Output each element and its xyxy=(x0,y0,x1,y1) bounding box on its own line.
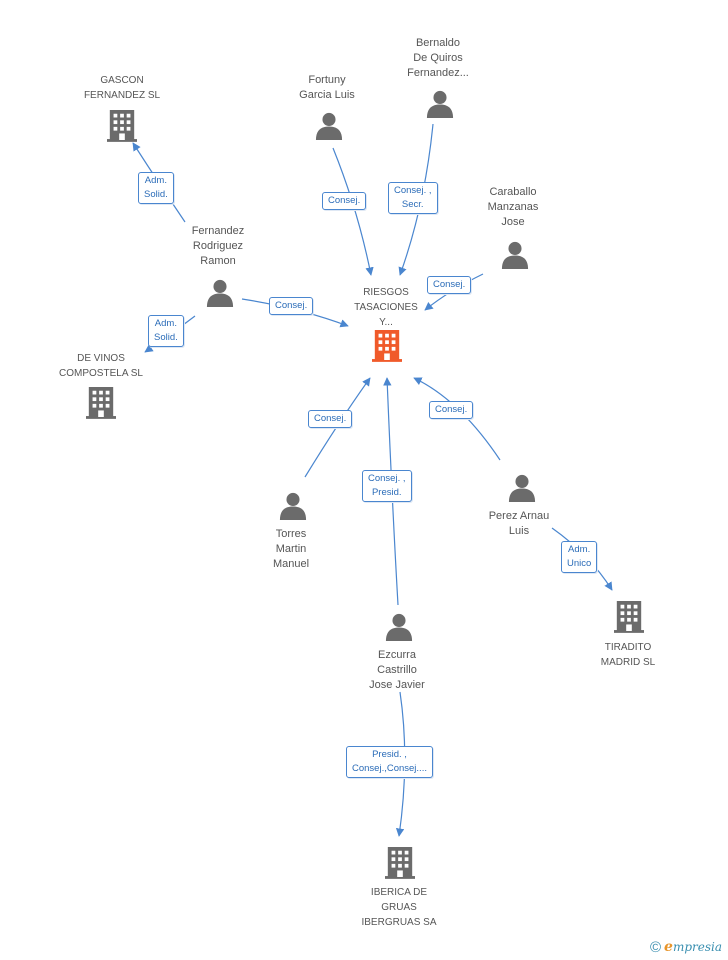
person-icon[interactable] xyxy=(385,613,413,641)
relation-label-fernandez-gascon[interactable]: Adm. Solid. xyxy=(138,172,174,204)
copyright-footer: ©empresia xyxy=(650,939,722,956)
node-label-gascon[interactable]: GASCON FERNANDEZ SL xyxy=(83,75,161,101)
person-icon[interactable] xyxy=(315,112,343,140)
node-label-caraballo[interactable]: Caraballo Manzanas Jose xyxy=(487,186,539,228)
edge-fortuny-riesgos xyxy=(332,147,374,276)
relation-label-ezcurra-riesgos[interactable]: Consej. , Presid. xyxy=(362,470,412,502)
node-label-perez[interactable]: Perez Arnau Luis xyxy=(488,510,550,537)
building-icon[interactable] xyxy=(107,110,137,142)
relation-label-caraballo-riesgos[interactable]: Consej. xyxy=(427,276,472,294)
person-icon[interactable] xyxy=(279,492,307,520)
person-icon[interactable] xyxy=(206,279,234,307)
edge-perez-riesgos xyxy=(413,377,501,461)
node-label-fortuny[interactable]: Fortuny Garcia Luis xyxy=(299,74,355,101)
person-icon[interactable] xyxy=(501,241,529,269)
node-label-ezcurra[interactable]: Ezcurra Castrillo Jose Javier xyxy=(369,649,425,691)
building-icon[interactable] xyxy=(86,387,116,419)
node-label-fernandez[interactable]: Fernandez Rodriguez Ramon xyxy=(191,225,245,267)
relation-label-fernandez-devinos[interactable]: Adm. Solid. xyxy=(148,315,184,347)
node-label-bernaldo[interactable]: Bernaldo De Quiros Fernandez... xyxy=(407,37,469,79)
node-label-devinos[interactable]: DE VINOS COMPOSTELA SL xyxy=(59,353,143,379)
node-label-riesgos[interactable]: RIESGOS TASACIONES Y... xyxy=(354,287,418,328)
relation-label-fernandez-riesgos[interactable]: Consej. xyxy=(269,297,314,315)
node-label-tiradito[interactable]: TIRADITO MADRID SL xyxy=(600,642,656,668)
node-label-iberica[interactable]: IBERICA DE GRUAS IBERGRUAS SA xyxy=(361,887,437,928)
node-label-torres[interactable]: Torres Martin Manuel xyxy=(272,528,310,570)
building-icon[interactable] xyxy=(614,601,644,633)
relation-label-perez-riesgos[interactable]: Consej. xyxy=(429,401,474,419)
brand-e: e xyxy=(664,939,673,955)
relation-label-bernaldo-riesgos[interactable]: Consej. , Secr. xyxy=(388,182,438,214)
relation-label-ezcurra-iberica[interactable]: Presid. , Consej.,Consej.... xyxy=(346,746,433,778)
relation-label-fortuny-riesgos[interactable]: Consej. xyxy=(322,192,367,210)
person-icon[interactable] xyxy=(508,474,536,502)
building-icon[interactable] xyxy=(372,330,402,362)
brand-text: mpresia xyxy=(672,940,722,954)
copyright-symbol: © xyxy=(649,939,662,956)
relation-label-perez-tiradito[interactable]: Adm. Unico xyxy=(561,541,598,573)
relation-label-torres-riesgos[interactable]: Consej. xyxy=(308,410,353,428)
building-icon[interactable] xyxy=(385,847,415,879)
person-icon[interactable] xyxy=(426,90,454,118)
